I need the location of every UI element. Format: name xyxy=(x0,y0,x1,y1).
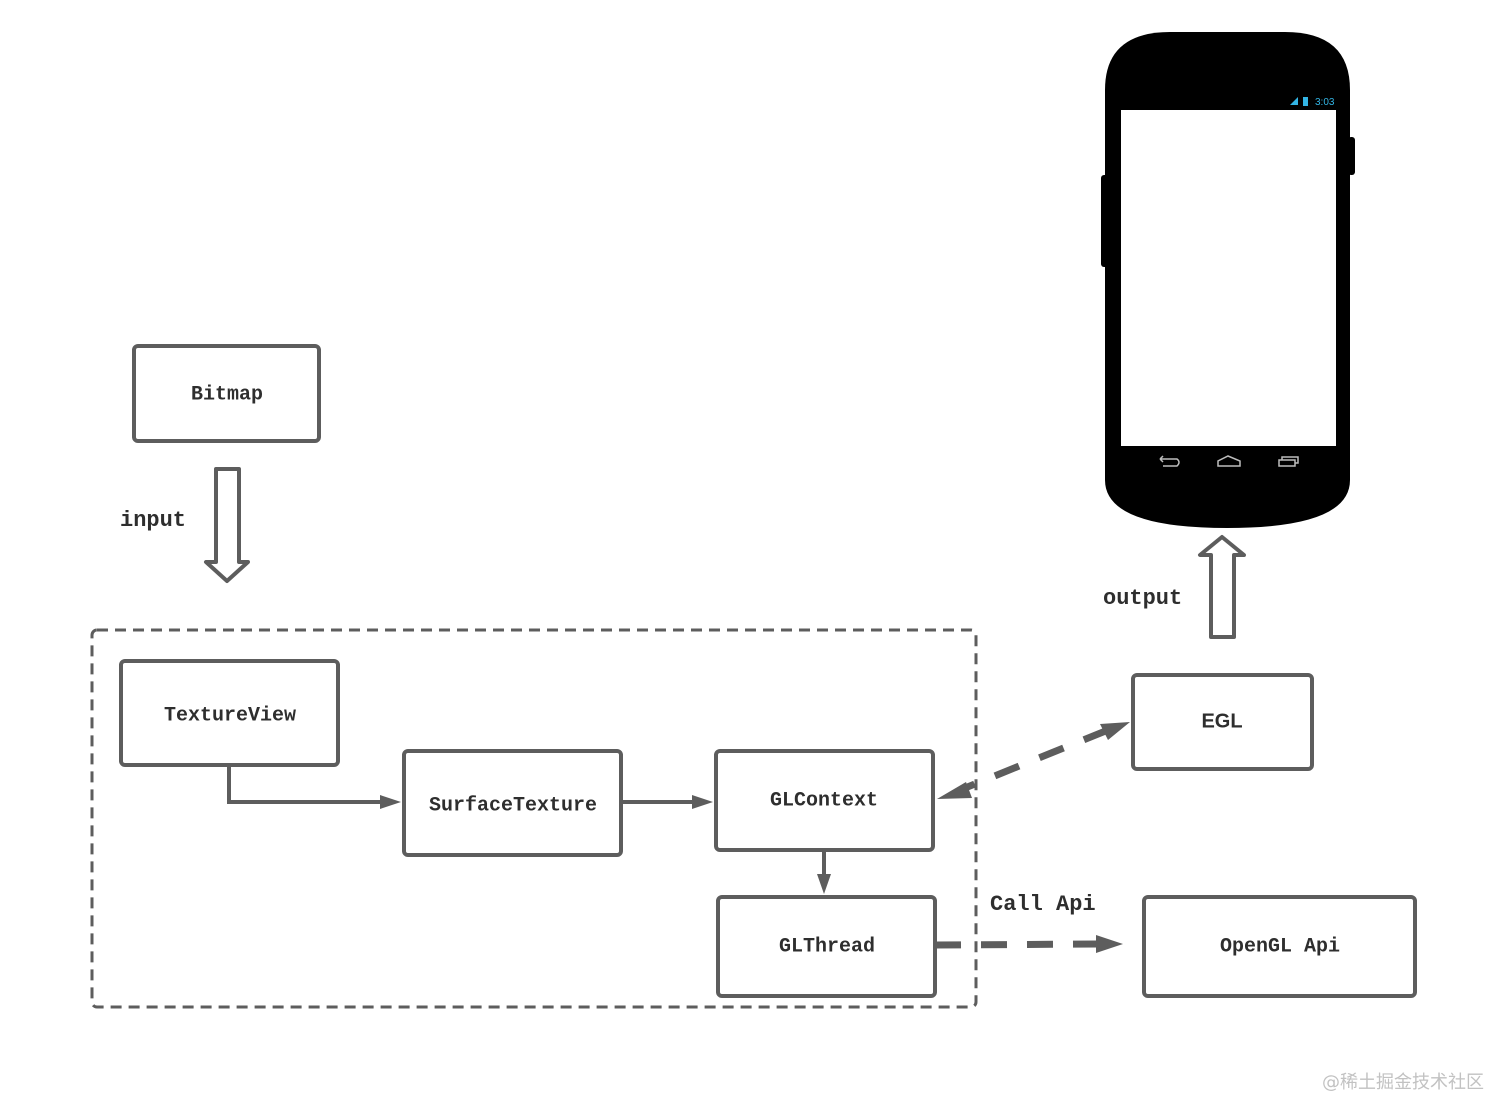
back-icon[interactable] xyxy=(1159,455,1180,467)
output-label: output xyxy=(1103,586,1182,611)
edge-glthread-opengl xyxy=(934,935,1123,953)
node-bitmap[interactable]: Bitmap xyxy=(132,344,321,443)
texture-pipeline-group xyxy=(90,628,978,1009)
node-surface-texture-label: SurfaceTexture xyxy=(429,794,597,817)
phone-screen xyxy=(1121,110,1336,446)
arrow-head xyxy=(1100,722,1130,740)
input-label: input xyxy=(120,508,186,533)
node-egl[interactable]: EGL xyxy=(1131,673,1314,771)
arrow-head xyxy=(1096,935,1123,953)
arrow-head xyxy=(817,874,831,894)
node-bitmap-label: Bitmap xyxy=(191,383,263,406)
call-api-label: Call Api xyxy=(990,892,1096,917)
node-gl-thread[interactable]: GLThread xyxy=(716,895,937,998)
phone-device: 3:03 xyxy=(1101,32,1355,528)
node-egl-label: EGL xyxy=(1201,710,1242,732)
watermark: @稀土掘金技术社区 xyxy=(1322,1072,1484,1093)
edge-surfacetexture-glcontext xyxy=(621,795,713,809)
node-gl-context-label: GLContext xyxy=(770,789,878,812)
arrow-head xyxy=(380,795,401,809)
status-time: 3:03 xyxy=(1315,97,1335,108)
input-arrow xyxy=(204,467,250,583)
node-surface-texture[interactable]: SurfaceTexture xyxy=(402,749,623,857)
battery-icon xyxy=(1303,97,1308,106)
arrow-head xyxy=(937,782,972,799)
recents-icon[interactable] xyxy=(1278,456,1299,467)
edge-egl-glcontext xyxy=(937,722,1130,799)
phone-nav-bar xyxy=(1159,455,1299,467)
node-texture-view-label: TextureView xyxy=(164,704,296,727)
edge-textureview-surfacetexture xyxy=(227,765,401,809)
node-texture-view[interactable]: TextureView xyxy=(119,659,340,767)
home-icon[interactable] xyxy=(1217,455,1241,467)
edge-glcontext-glthread xyxy=(817,850,831,894)
output-arrow xyxy=(1198,535,1246,639)
node-opengl-api-label: OpenGL Api xyxy=(1220,935,1340,958)
phone-status-bar: 3:03 xyxy=(1290,97,1335,108)
node-gl-thread-label: GLThread xyxy=(779,935,875,958)
node-gl-context[interactable]: GLContext xyxy=(714,749,935,852)
signal-icon xyxy=(1290,97,1298,105)
arrow-head xyxy=(692,795,713,809)
node-opengl-api[interactable]: OpenGL Api xyxy=(1142,895,1417,998)
